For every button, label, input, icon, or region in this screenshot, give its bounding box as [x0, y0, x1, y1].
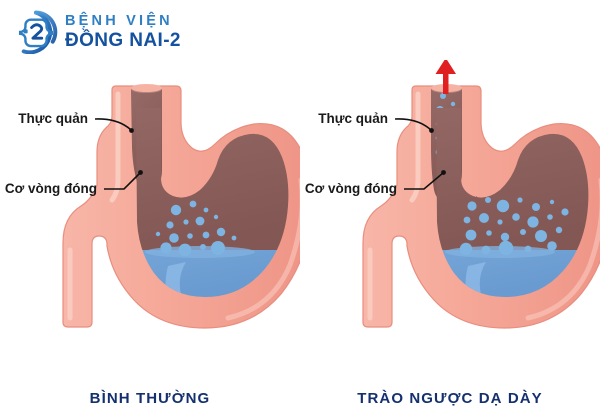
bubble-group-stomach-reflux [459, 197, 569, 256]
stomach-diagram-normal: Thực quản Cơ vòng đóng [5, 84, 300, 329]
leader-line-esophagus-normal [94, 118, 132, 131]
medical-cross-circle-logo [18, 10, 58, 54]
label-group-reflux: Thực quản Cơ vòng đóng [305, 111, 446, 196]
label-sphincter-reflux: Cơ vòng đóng [305, 181, 397, 196]
stomach-diagram-reflux: Thực quản Cơ vòng đóng [305, 60, 600, 329]
label-group-normal: Thực quản Cơ vòng đóng [5, 111, 143, 196]
liquid-highlight-normal [165, 262, 214, 297]
panel-normal: Thực quản Cơ vòng đóng BÌNH THƯỜNG [0, 60, 300, 407]
logo-line-2: ĐỒNG NAI-2 [65, 29, 181, 51]
leader-dot-esophagus-reflux [429, 128, 434, 133]
leader-dot-sphincter-reflux [441, 170, 446, 175]
label-esophagus-normal: Thực quản [18, 111, 88, 126]
leader-line-sphincter-normal [104, 172, 141, 190]
leader-line-esophagus-reflux [394, 118, 432, 131]
logo-line-1: BỆNH VIỆN [65, 13, 173, 30]
caption-normal: BÌNH THƯỜNG [89, 390, 211, 407]
bubble-group-normal [155, 200, 237, 257]
leader-dot-sphincter-normal [138, 170, 143, 175]
logo-wordmark: BỆNH VIỆN ĐỒNG NAI-2 [65, 14, 181, 50]
leader-line-sphincter-reflux [404, 172, 444, 190]
label-esophagus-reflux: Thực quản [318, 111, 388, 126]
reflux-up-arrow [435, 60, 456, 94]
hospital-logo: BỆNH VIỆN ĐỒNG NAI-2 [14, 10, 181, 54]
label-sphincter-normal: Cơ vòng đóng [5, 181, 97, 196]
panel-reflux: Thực quản Cơ vòng đóng TRÀO NGƯỢC DẠ DÀY [300, 60, 600, 407]
leader-dot-esophagus-normal [129, 128, 134, 133]
caption-reflux: TRÀO NGƯỢC DẠ DÀY [357, 390, 543, 407]
liquid-highlight-reflux [465, 262, 514, 297]
